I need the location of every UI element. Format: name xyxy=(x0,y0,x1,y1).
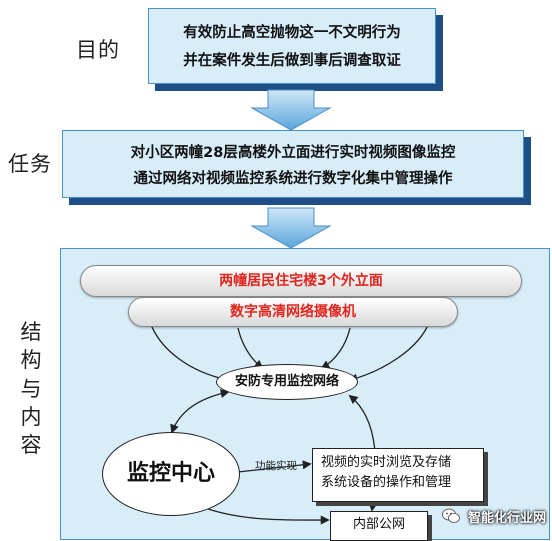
down-arrow-1 xyxy=(250,89,332,131)
task-label: 任务 xyxy=(8,152,52,176)
goal-label: 目的 xyxy=(76,38,120,62)
function-label: 功能实现 xyxy=(255,460,297,472)
task-line-2: 通过网络对视频监控系统进行数字化集中管理操作 xyxy=(133,171,453,187)
cameras-pill: 数字高清网络摄像机 xyxy=(128,297,458,327)
down-arrow-2 xyxy=(250,207,332,249)
structure-label-char: 内 xyxy=(20,405,42,430)
structure-label-char: 结 xyxy=(20,320,42,344)
structure-label-char: 构 xyxy=(20,348,42,373)
intranet-box: 内部公网 xyxy=(330,511,428,541)
facade-pill: 两幢居民住宅楼3个外立面 xyxy=(80,265,522,297)
task-box: 对小区两幢28层高楼外立面进行实时视频图像监控 通过网络对视频监控系统进行数字化… xyxy=(62,130,524,198)
goal-line-2: 并在案件发生后做到事后调查取证 xyxy=(183,53,401,69)
camera-link-mid xyxy=(237,327,264,370)
functions-line-1: 视频的实时浏览及存储 xyxy=(321,455,452,470)
center-function-link xyxy=(237,460,312,473)
wechat-icon xyxy=(442,508,461,528)
watermark: 智能化行业网 xyxy=(442,507,546,529)
structure-label-char: 容 xyxy=(20,433,42,458)
structure-label: 结 构 与 内 容 xyxy=(16,318,46,460)
goal-line-1: 有效防止高空抛物这一不文明行为 xyxy=(183,25,401,41)
network-center-link xyxy=(170,389,230,434)
camera-link-right xyxy=(320,327,351,369)
goal-box: 有效防止高空抛物这一不文明行为 并在案件发生后做到事后调查取证 xyxy=(148,8,436,84)
center-intranet-link xyxy=(199,505,330,525)
monitoring-center-node: 监控中心 xyxy=(102,432,240,516)
camera-link-far xyxy=(348,319,431,383)
functions-line-2: 系统设备的操作和管理 xyxy=(321,475,452,490)
task-line-1: 对小区两幢28层高楼外立面进行实时视频图像监控 xyxy=(130,145,456,161)
camera-link-left xyxy=(149,321,230,383)
watermark-text: 智能化行业网 xyxy=(467,510,546,526)
network-node: 安防专用监控网络 xyxy=(216,364,358,400)
functions-box: 视频的实时浏览及存储 系统设备的操作和管理 xyxy=(312,448,484,502)
structure-label-char: 与 xyxy=(20,376,42,401)
